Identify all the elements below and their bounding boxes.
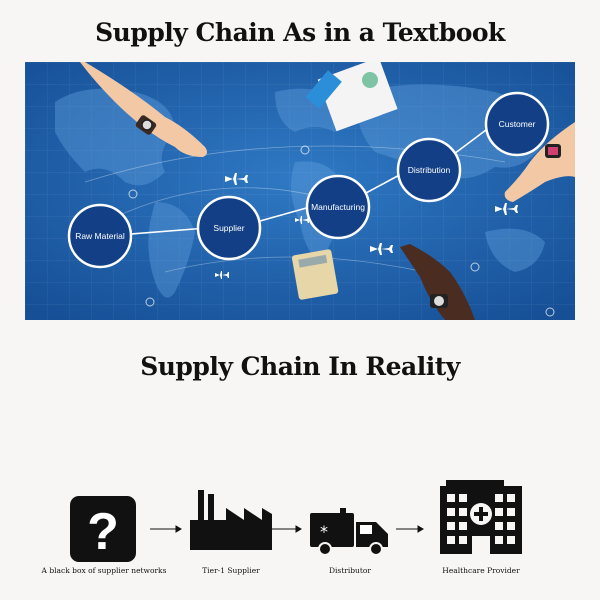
hand-right-icon	[504, 122, 575, 202]
svg-text:?: ?	[87, 503, 119, 561]
node-label-distribution: Distribution	[408, 165, 451, 175]
hospital-icon	[440, 480, 522, 554]
hand-bottom-right-icon	[400, 244, 475, 320]
arrow-icon	[396, 525, 424, 533]
node-label-manufacturing: Manufacturing	[311, 202, 365, 212]
node-label-raw-material: Raw Material	[75, 231, 125, 241]
arrow-icon	[150, 525, 182, 533]
airplane-icon	[215, 271, 229, 279]
ambulance-truck-icon: *	[310, 508, 388, 556]
caption-tier1-supplier: Tier-1 Supplier	[202, 566, 260, 575]
node-distribution: Distribution	[396, 137, 462, 203]
reality-supply-chain: ? *	[0, 480, 600, 590]
hand-top-left-icon	[80, 62, 208, 157]
caption-black-box: A black box of supplier networks	[41, 566, 167, 575]
caption-healthcare-provider: Healthcare Provider	[442, 566, 520, 575]
question-box-icon: ?	[70, 496, 136, 562]
reality-title: Supply Chain In Reality	[140, 352, 460, 381]
airplane-icon	[225, 173, 248, 185]
node-raw-material: Raw Material	[67, 203, 133, 269]
factory-icon	[190, 490, 272, 550]
caption-distributor: Distributor	[328, 566, 371, 575]
textbook-title: Supply Chain As in a Textbook	[95, 18, 505, 47]
calculator-icon	[291, 249, 339, 300]
node-label-customer: Customer	[499, 119, 536, 129]
node-manufacturing: Manufacturing	[305, 174, 371, 240]
airplane-icon	[295, 216, 309, 224]
airplane-icon	[495, 203, 518, 215]
node-supplier: Supplier	[196, 195, 262, 261]
node-customer: Customer	[484, 91, 550, 157]
textbook-supply-chain-illustration: Raw Material Supplier Manufacturing Dist…	[25, 62, 575, 320]
airplane-icon	[370, 243, 393, 255]
document-chart-icon	[305, 62, 398, 132]
node-label-supplier: Supplier	[213, 223, 244, 233]
airplane-icons	[215, 173, 518, 279]
svg-text:*: *	[320, 522, 328, 541]
arrow-icon	[272, 525, 302, 533]
